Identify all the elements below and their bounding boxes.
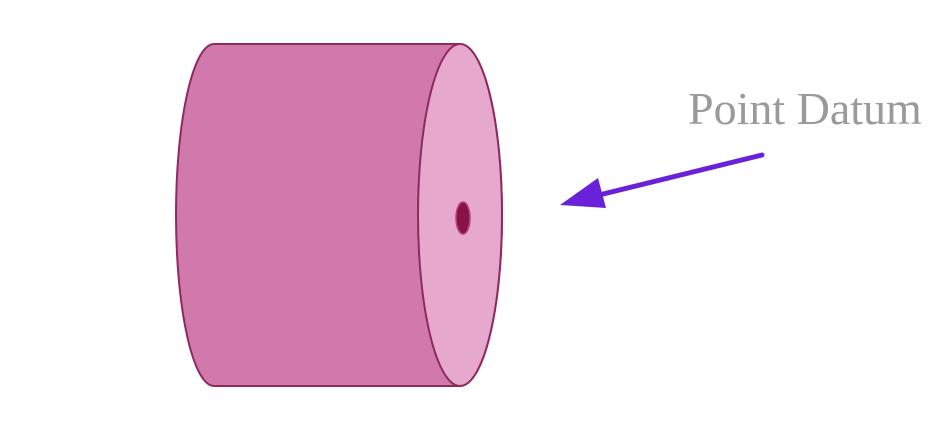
datum-label: Point Datum [688, 83, 922, 134]
cylinder [175, 43, 503, 387]
arrow-head [560, 178, 606, 208]
datum-arrow [560, 152, 765, 208]
arrow-shaft [592, 152, 765, 199]
datum-point [455, 201, 471, 235]
